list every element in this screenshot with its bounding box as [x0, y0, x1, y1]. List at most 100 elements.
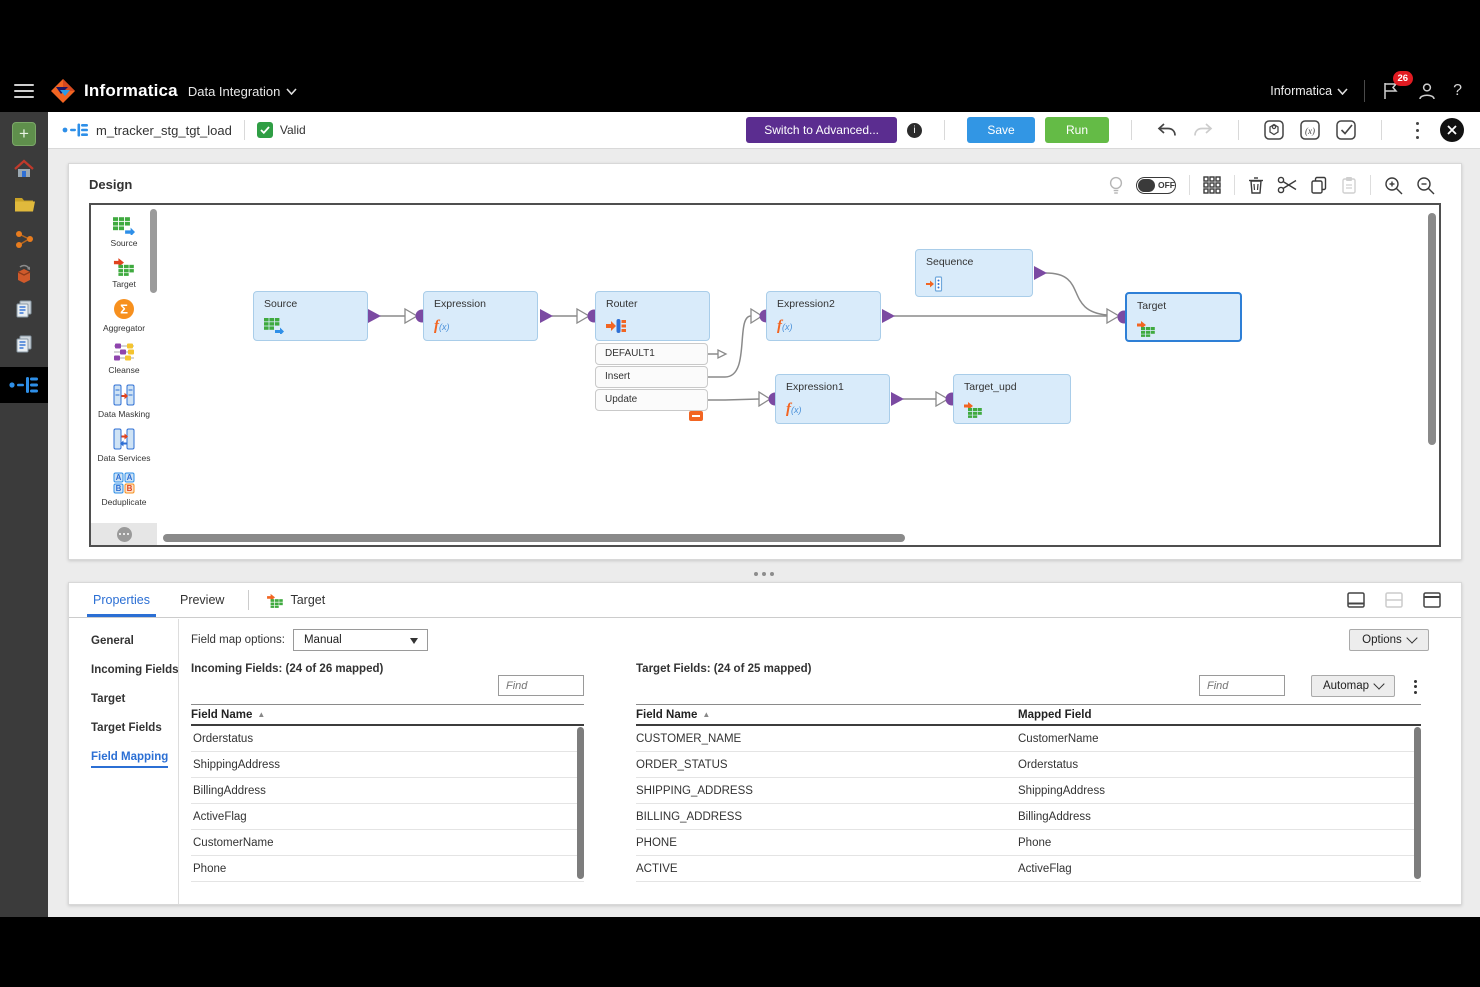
panel-top-layout-icon[interactable]	[1423, 592, 1441, 608]
product-chevron-down-icon[interactable]	[286, 87, 297, 95]
hamburger-menu-icon[interactable]	[14, 84, 34, 98]
panel-split-layout-icon[interactable]	[1385, 592, 1403, 608]
node-expression2[interactable]: Expression2 f(x)	[766, 291, 881, 341]
parameters-panel-icon[interactable]: (x)	[1297, 118, 1323, 142]
palette-item-data-services[interactable]: Data Services	[98, 428, 150, 463]
incoming-field-row[interactable]: Phone	[191, 856, 584, 882]
nav-incoming-fields[interactable]: Incoming Fields	[91, 664, 179, 676]
sidebar-item-lineage[interactable]	[0, 221, 48, 256]
target-field-row[interactable]: BILLING_ADDRESS BillingAddress	[636, 804, 1421, 830]
palette-item-data-masking[interactable]: Data Masking	[98, 384, 150, 419]
target-field-row[interactable]: ORDER_STATUS Orderstatus	[636, 752, 1421, 778]
hints-bulb-icon[interactable]	[1109, 176, 1123, 195]
node-target[interactable]: Target	[1125, 292, 1242, 342]
more-actions-icon[interactable]	[1404, 118, 1430, 142]
nav-general[interactable]: General	[91, 635, 134, 647]
panel-bottom-layout-icon[interactable]	[1347, 592, 1365, 608]
switch-to-advanced-button[interactable]: Switch to Advanced...	[746, 117, 897, 143]
sidebar-item-home[interactable]	[0, 151, 48, 186]
sidebar-item-open-mapping[interactable]	[0, 367, 48, 403]
tab-properties[interactable]: Properties	[87, 583, 156, 617]
target-icon	[267, 593, 284, 608]
automap-button[interactable]: Automap	[1311, 675, 1395, 697]
redo-icon[interactable]	[1190, 118, 1216, 142]
incoming-field-row[interactable]: CustomerName	[191, 830, 584, 856]
incoming-field-row[interactable]: Orderstatus	[191, 726, 584, 752]
zoom-in-icon[interactable]	[1384, 176, 1403, 195]
tab-target-context[interactable]: Target	[267, 593, 325, 608]
node-expression[interactable]: Expression f(x)	[423, 291, 538, 341]
palette-item-source[interactable]: Source	[111, 217, 137, 248]
group-arrow-default1	[717, 348, 728, 360]
sidebar-item-package[interactable]	[0, 256, 48, 291]
target-field-name: ACTIVE	[636, 862, 678, 875]
node-expression1[interactable]: Expression1 f(x)	[775, 374, 890, 424]
collapse-groups-badge[interactable]	[689, 411, 703, 421]
target-find-input[interactable]	[1199, 675, 1285, 696]
node-source[interactable]: Source	[253, 291, 368, 341]
mapping-canvas[interactable]: Source Expression f(x) Router DEFAULT1	[89, 203, 1441, 547]
target-table-scrollbar[interactable]	[1414, 727, 1421, 879]
incoming-find-input[interactable]	[498, 675, 584, 696]
close-icon[interactable]	[1440, 118, 1464, 142]
incoming-column-header[interactable]: Field Name ▲	[191, 709, 265, 721]
target-rows: CUSTOMER_NAME CustomerName ORDER_STATUS …	[636, 726, 1421, 882]
router-group-insert[interactable]: Insert	[595, 366, 708, 388]
palette-item-target[interactable]: Target	[112, 257, 136, 289]
incoming-field-row[interactable]: BillingAddress	[191, 778, 584, 804]
canvas-horizontal-scrollbar[interactable]	[163, 534, 905, 542]
zoom-out-icon[interactable]	[1416, 176, 1435, 195]
palette-item-aggregator[interactable]: Σ Aggregator	[103, 298, 145, 333]
incoming-field-row[interactable]: ActiveFlag	[191, 804, 584, 830]
target-fields-title: Target Fields: (24 of 25 mapped)	[636, 663, 812, 675]
target-column-header-field[interactable]: Field Name ▲	[636, 709, 1018, 721]
target-field-row[interactable]: PHONE Phone	[636, 830, 1421, 856]
validation-panel-icon[interactable]	[1261, 118, 1287, 142]
nav-field-mapping[interactable]: Field Mapping	[91, 751, 169, 768]
options-button[interactable]: Options	[1349, 629, 1429, 651]
sidebar-item-assets-1[interactable]	[0, 291, 48, 326]
notifications-flag-icon[interactable]: 26	[1381, 71, 1414, 101]
target-column-header-mapped[interactable]: Mapped Field	[1018, 709, 1091, 721]
arrange-grid-icon[interactable]	[1203, 176, 1221, 194]
checklist-panel-icon[interactable]	[1333, 118, 1359, 142]
node-sequence[interactable]: Sequence	[915, 249, 1033, 297]
target-field-row[interactable]: SHIPPING_ADDRESS ShippingAddress	[636, 778, 1421, 804]
tab-preview[interactable]: Preview	[179, 593, 225, 607]
copy-icon[interactable]	[1310, 176, 1328, 194]
cut-scissors-icon[interactable]	[1277, 176, 1297, 194]
target-field-row[interactable]: CUSTOMER_NAME CustomerName	[636, 726, 1421, 752]
nav-target-fields[interactable]: Target Fields	[91, 722, 162, 734]
node-router[interactable]: Router	[595, 291, 710, 341]
nav-target[interactable]: Target	[91, 693, 126, 705]
router-group-default1[interactable]: DEFAULT1	[595, 343, 708, 365]
palette-scrollbar[interactable]	[150, 209, 157, 293]
field-map-options-select[interactable]: Manual	[292, 629, 428, 651]
paste-icon[interactable]	[1341, 176, 1357, 194]
sidebar-item-explore[interactable]	[0, 186, 48, 221]
hints-toggle[interactable]: OFF	[1136, 176, 1176, 194]
sidebar-item-assets-2[interactable]	[0, 326, 48, 361]
org-switcher[interactable]: Informatica	[1270, 84, 1348, 98]
router-group-update[interactable]: Update	[595, 389, 708, 411]
palette-item-cleanse[interactable]: Cleanse	[108, 342, 140, 375]
undo-icon[interactable]	[1154, 118, 1180, 142]
palette-more-icon[interactable]	[116, 526, 132, 542]
new-asset-button[interactable]: +	[0, 116, 48, 151]
info-icon[interactable]: i	[907, 122, 922, 138]
incoming-field-row[interactable]: ShippingAddress	[191, 752, 584, 778]
target-field-row[interactable]: ACTIVE ActiveFlag	[636, 856, 1421, 882]
target-fields-more-icon[interactable]	[1414, 677, 1417, 696]
incoming-table-scrollbar[interactable]	[577, 727, 584, 879]
help-icon[interactable]: ?	[1453, 82, 1462, 99]
delete-icon[interactable]	[1248, 176, 1264, 194]
canvas-vertical-scrollbar[interactable]	[1428, 213, 1436, 445]
palette-label: Target	[112, 279, 136, 289]
palette-label: Data Masking	[98, 409, 150, 419]
panel-resize-handle[interactable]	[48, 567, 1480, 581]
run-button[interactable]: Run	[1045, 117, 1109, 143]
node-target-upd[interactable]: Target_upd	[953, 374, 1071, 424]
user-icon[interactable]	[1417, 81, 1437, 101]
save-button[interactable]: Save	[967, 117, 1035, 143]
